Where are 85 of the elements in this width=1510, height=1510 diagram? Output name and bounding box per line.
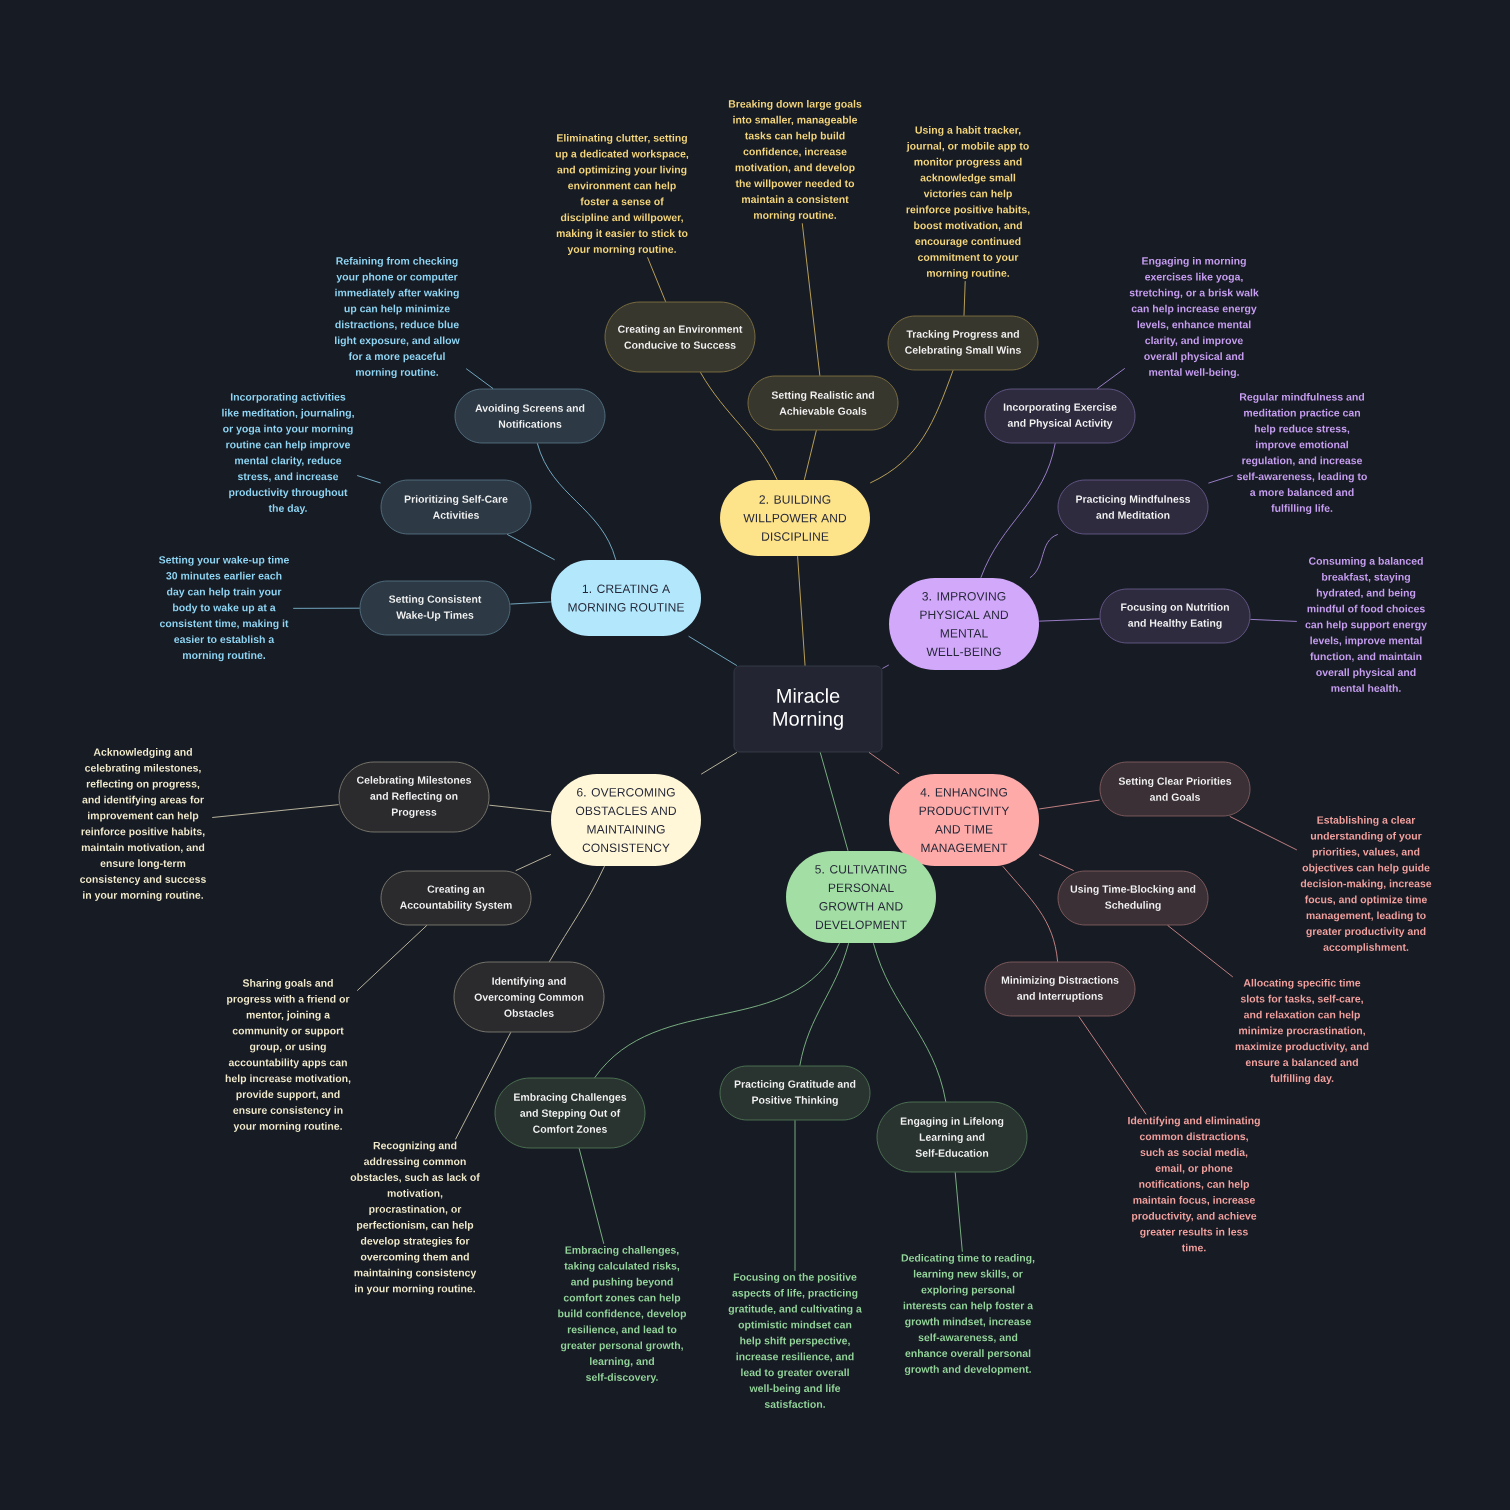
subtopic-pill: Engaging in Lifelong Learning and Self-Education [876, 1101, 1028, 1173]
leader-line [801, 222, 821, 377]
connector-line [881, 664, 890, 669]
description-text: Sharing goals and progress with a friend or mentor, joining a community or support group, or using accountability apps can help increase motivation, provide support, and ensure consistency in your morning routine. [225, 979, 351, 1132]
subtopic-pill: Creating an Environment Conducive to Success [604, 301, 756, 373]
leader-line [1229, 815, 1298, 851]
subtopic-pill: Setting Clear Priorities and Goals [1099, 761, 1251, 817]
connector-line [797, 555, 806, 667]
subtopic-pill: Practicing Mindfulness and Meditation [1057, 479, 1209, 535]
connector-line [515, 854, 552, 872]
description-text: Breaking down large goals into smaller, manageable tasks can help build confidence, increase motivation, and develop the willpower needed to maintain a consistent morning routine. [728, 99, 862, 222]
description-text: Setting your wake-up time 30 minutes earlier each day can help train your body to wake up at a consistent time, making it easier to establish a morning routine. [158, 555, 289, 662]
leader-line [465, 368, 494, 390]
connector-line [688, 635, 738, 667]
category-bubble: 1. CREATING A MORNING ROUTINE [551, 560, 701, 636]
connector-line [1038, 854, 1075, 872]
description-text: Identifying and eliminating common distractions, such as social media, email, or phone notifications, can help maintain focus, increase productivity, and achieve greater results in less time. [1128, 1116, 1260, 1252]
connector-line [819, 751, 849, 852]
connector-line [506, 533, 556, 561]
leader-line [963, 280, 966, 317]
leader-line [211, 804, 340, 818]
connector-line [594, 942, 840, 1079]
connector-line [869, 369, 954, 484]
connector-line [1029, 533, 1059, 579]
leader-line [455, 1031, 512, 1140]
leader-line [954, 1171, 963, 1253]
leader-line [356, 475, 382, 484]
connector-line [549, 865, 605, 963]
description-text: Engaging in morning exercises like yoga, stretching, or a brisk walk can help increase energy levels, enhance mental clarity, and improve overall physical and mental well-being. [1129, 256, 1259, 379]
subtopic-pill: Setting Realistic and Achievable Goals [747, 375, 899, 431]
subtopic-pill: Identifying and Overcoming Common Obstacles [453, 961, 605, 1033]
category-bubble: 2. BUILDING WILLPOWER AND DISCIPLINE [720, 480, 870, 556]
description-text: Acknowledging and celebrating milestones, reflecting on progress, and identifying areas for improvement can help reinforce positive habits, maintain motivation, and ensure long-term consistency and success in your morning routine. [80, 748, 206, 901]
description-text: Refaining from checking your phone or computer immediately after waking up can help minimize distractions, reduce blue light exposure, and allow for a more peaceful morning routine. [335, 256, 460, 379]
subtopic-pill: Incorporating Exercise and Physical Activity [984, 388, 1136, 444]
leader-line [647, 256, 667, 303]
leader-line [1207, 474, 1234, 484]
subtopic-pill: Celebrating Milestones and Reflecting on Progress [338, 761, 490, 833]
connector-line [700, 751, 738, 775]
description-text: Dedicating time to reading, learning new skills, or exploring personal interests can help foster a growth mindset, increase self-awareness, and enhance overall personal growth and development. [901, 1253, 1035, 1376]
connector-line [509, 601, 552, 605]
category-bubble: 3. IMPROVING PHYSICAL AND MENTAL WELL-BEING [889, 578, 1039, 670]
connector-line [700, 371, 778, 481]
leader-line [356, 924, 428, 992]
description-text: Regular mindfulness and meditation practice can help reduce stress, improve emotional regulation, and increase self-awareness, leading to a more balanced and fulfilling life. [1237, 392, 1367, 515]
subtopic-pill: Embracing Challenges and Stepping Out of Comfort Zones [494, 1077, 646, 1149]
subtopic-pill: Using Time-Blocking and Scheduling [1057, 870, 1209, 926]
description-text: Eliminating clutter, setting up a dedicated workspace, and optimizing your living environment can help foster a sense of discipline and willpower, making it easier to stick to your morning routine. [555, 133, 689, 256]
leader-line [1096, 367, 1126, 390]
description-text: Using a habit tracker, journal, or mobile app to monitor progress and acknowledge small victories can help reinforce positive habits, boost motivation, and encourage continued commitment to your morning routine. [906, 126, 1030, 279]
leader-line [1078, 1015, 1147, 1115]
subtopic-pill: Minimizing Distractions and Interruptions [984, 961, 1136, 1017]
leader-line [1167, 924, 1234, 978]
subtopic-pill: Setting Consistent Wake-Up Times [359, 580, 511, 636]
category-bubble: 4. ENHANCING PRODUCTIVITY AND TIME MANAGEMENT [889, 774, 1039, 866]
subtopic-pill: Avoiding Screens and Notifications [454, 388, 606, 444]
subtopic-pill: Prioritizing Self-Care Activities [380, 479, 532, 535]
connector-line [536, 442, 617, 561]
leader-line [1249, 618, 1298, 622]
description-text: Establishing a clear understanding of your priorities, values, and objectives can help guide decision-making, increase focus, and optimize time management, leading to greater productivity and accomplishment. [1300, 816, 1432, 953]
subtopic-pill: Creating an Accountability System [380, 870, 532, 926]
category-bubble: 6. OVERCOMING OBSTACLES AND MAINTAINING CONSISTENCY [551, 774, 701, 866]
subtopic-pill: Tracking Progress and Celebrating Small Wins [887, 315, 1039, 371]
connector-line [799, 942, 850, 1067]
connector-line [1038, 618, 1101, 622]
connector-line [868, 751, 900, 775]
connector-line [1038, 799, 1101, 810]
leader-line [292, 607, 361, 609]
description-text: Embracing challenges, taking calculated risks, and pushing beyond comfort zones can help build confidence, develop resilience, and lead to greater personal growth, learning, and self-discovery. [558, 1246, 687, 1383]
connector-line [1002, 865, 1059, 963]
description-text: Consuming a balanced breakfast, staying hydrated, and being mindful of food choices can help support energy levels, improve mental function, and maintain overall physical and mental health. [1305, 557, 1427, 692]
connector-line [488, 804, 552, 813]
description-text: Recognizing and addressing common obstacles, such as lack of motivation, procrastination, or perfectionism, can help develop strategies for overcoming them and maintaining consistency in your morning routine. [350, 1141, 480, 1295]
subtopic-pill: Practicing Gratitude and Positive Thinking [719, 1065, 871, 1121]
description-text: Focusing on the positive aspects of life, practicing gratitude, and cultivating a optimistic mindset can help shift perspective, increase resilience, and lead to greater overall well-being and life satisfaction. [728, 1273, 862, 1408]
connector-line [803, 429, 817, 481]
description-text: Incorporating activities like meditation, journaling, or yoga into your morning routine can help improve mental clarity, reduce stress, and increase productivity throughout the day. [222, 392, 354, 515]
topic-box: Miracle Morning [733, 665, 883, 753]
category-bubble: 5. CULTIVATING PERSONAL GROWTH AND DEVELOPMENT [786, 851, 936, 943]
connector-line [980, 442, 1056, 579]
leader-line [794, 1119, 796, 1272]
connector-line [872, 942, 947, 1103]
leader-line [578, 1147, 605, 1245]
description-text: Allocating specific time slots for tasks, self-care, and relaxation can help minimize procrastination, maximize productivity, and ensure a balanced and fulfilling day. [1235, 978, 1369, 1085]
subtopic-pill: Focusing on Nutrition and Healthy Eating [1099, 588, 1251, 644]
